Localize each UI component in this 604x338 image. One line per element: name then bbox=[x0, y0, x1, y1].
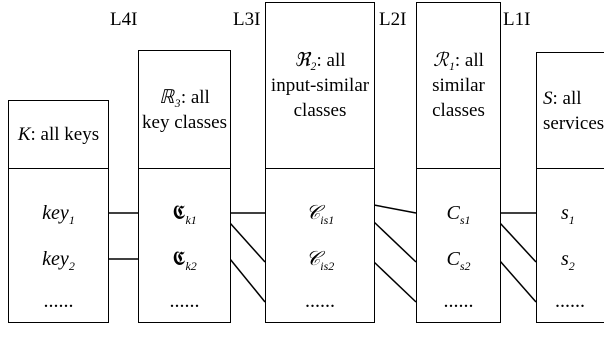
column-title-line: : all bbox=[454, 50, 484, 71]
column-symbol: S bbox=[543, 87, 553, 109]
list-item: ...... bbox=[305, 290, 335, 312]
column-title-line: key classes bbox=[142, 111, 227, 133]
column-input-similar-classes-items: 𝒞is1 𝒞is2 ...... bbox=[266, 168, 374, 322]
list-item: s1 bbox=[561, 202, 575, 227]
column-key-classes-header: ℝ₃: all key classes bbox=[139, 51, 230, 169]
column-title-line: classes bbox=[432, 100, 485, 121]
column-input-similar-classes-header: ℜ₂: all input-similar classes bbox=[266, 3, 374, 169]
column-title-line: services bbox=[543, 112, 604, 134]
list-item: 𝒞is2 bbox=[305, 248, 335, 273]
column-symbol: K bbox=[17, 124, 31, 145]
link-cis2-more bbox=[373, 261, 417, 303]
layer-label-l2i: L2I bbox=[379, 9, 407, 30]
list-item: ...... bbox=[169, 290, 200, 312]
column-similar-classes-items: Cs1 Cs2 ...... bbox=[417, 168, 500, 322]
column-key-classes: ℝ₃: all key classes 𝕮k1 𝕮k2 ...... bbox=[138, 50, 231, 323]
layer-label-l3i: L3I bbox=[233, 9, 261, 30]
layer-label-l4i: L4I bbox=[110, 9, 138, 30]
column-similar-classes-header: ℛ₁: all similar classes bbox=[417, 3, 500, 169]
list-item: Cs2 bbox=[446, 248, 471, 273]
column-keys-header: K: all keys bbox=[9, 101, 108, 169]
link-ck1-cis2 bbox=[229, 222, 266, 263]
column-similar-classes: ℛ₁: all similar classes Cs1 Cs2 ...... bbox=[416, 2, 501, 323]
list-item: 𝒞is1 bbox=[305, 202, 335, 227]
column-title-line: similar bbox=[432, 75, 485, 96]
column-services-header: S: all services bbox=[537, 53, 604, 169]
link-ck2-more bbox=[229, 258, 266, 303]
column-services: S: all services s1 s2 ...... bbox=[536, 52, 604, 323]
link-cs1-s2 bbox=[499, 222, 537, 263]
column-title-line: : all bbox=[180, 86, 210, 108]
column-title-line: : all bbox=[552, 87, 582, 109]
link-cis1-cs1 bbox=[373, 204, 417, 214]
column-symbol: ℛ₁ bbox=[433, 50, 455, 71]
list-item: Cs1 bbox=[446, 202, 471, 227]
list-item: ...... bbox=[555, 290, 585, 312]
list-item: ...... bbox=[443, 290, 474, 312]
column-title-line: classes bbox=[293, 100, 347, 121]
column-keys-items: key1 key2 ...... bbox=[9, 168, 108, 322]
layer-label-l1i: L1I bbox=[503, 9, 531, 30]
column-title-line: : all bbox=[316, 50, 346, 71]
list-item: 𝕮k1 bbox=[172, 202, 197, 227]
list-item: key1 bbox=[42, 202, 75, 227]
list-item: s2 bbox=[561, 248, 575, 273]
list-item: 𝕮k2 bbox=[172, 248, 197, 273]
list-item: key2 bbox=[42, 248, 75, 273]
list-item: ...... bbox=[43, 290, 74, 312]
link-cs2-more bbox=[499, 260, 537, 303]
column-keys: K: all keys key1 key2 ...... bbox=[8, 100, 109, 323]
column-services-items: s1 s2 ...... bbox=[537, 168, 604, 322]
column-symbol: ℝ₃ bbox=[159, 86, 181, 108]
column-key-classes-items: 𝕮k1 𝕮k2 ...... bbox=[139, 168, 230, 322]
column-title-line: : all keys bbox=[30, 124, 100, 145]
column-input-similar-classes: ℜ₂: all input-similar classes 𝒞is1 𝒞is2 … bbox=[265, 2, 375, 323]
column-title-line: input-similar bbox=[270, 75, 370, 96]
link-cis1-cs2 bbox=[373, 221, 417, 263]
column-symbol: ℜ₂ bbox=[294, 50, 317, 71]
